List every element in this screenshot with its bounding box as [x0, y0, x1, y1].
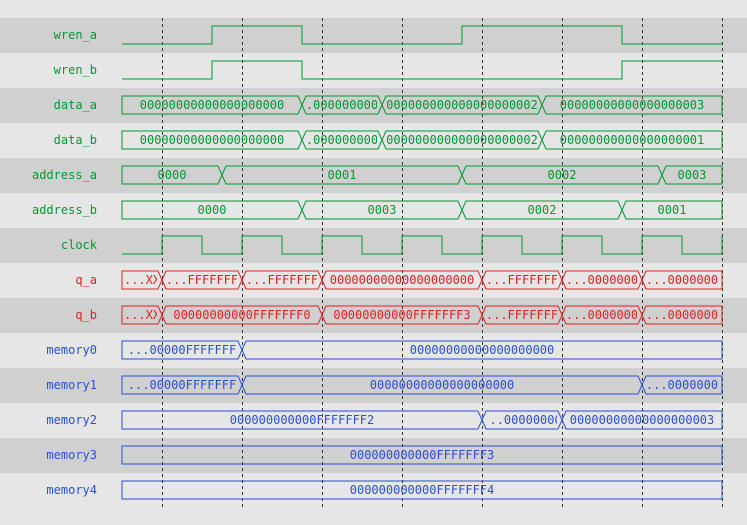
signal-row-memory3 — [0, 438, 747, 473]
signal-label: memory2 — [46, 413, 97, 427]
bus-value: ...XX — [124, 273, 161, 287]
bus-value: 00000000000FFFFFFF0 — [173, 308, 310, 322]
bus-value: ..0000000000 — [299, 133, 386, 147]
signal-label: memory1 — [46, 378, 97, 392]
bus-value: 0001 — [658, 203, 687, 217]
signal-label: memory0 — [46, 343, 97, 357]
bus-value: 0003 — [368, 203, 397, 217]
bus-value: 00000000000000000000 — [140, 133, 285, 147]
signal-row-memory2 — [0, 403, 747, 438]
bus-value: ...0000000 — [646, 308, 718, 322]
signal-wren_b: wren_b — [54, 60, 722, 80]
bus-segment — [241, 340, 723, 360]
bus-value: ...0000000 — [566, 308, 638, 322]
bus-segment — [661, 165, 723, 185]
bit-trace — [122, 60, 722, 80]
signal-row-address_a — [0, 158, 747, 193]
bus-segment — [121, 480, 723, 500]
signal-label: data_a — [54, 98, 97, 112]
bus-value: ...FFFFFFF — [486, 273, 558, 287]
signal-label: memory3 — [46, 448, 97, 462]
signal-label: data_b — [54, 133, 97, 147]
bus-value: 0000 — [198, 203, 227, 217]
row-backgrounds — [0, 18, 747, 508]
signal-row-data_b — [0, 123, 747, 158]
signal-label: q_a — [75, 273, 97, 287]
bus-value: 000000000000FFFFFFF3 — [350, 448, 495, 462]
bus-value: 000000000000FFFFFFF4 — [350, 483, 495, 497]
signal-label: address_b — [32, 203, 97, 217]
bus-value: ...00000000 — [482, 413, 561, 427]
bus-value: 00000000000000000000 — [140, 98, 285, 112]
bus-value: ...FFFFFFF — [486, 308, 558, 322]
signal-row-memory0 — [0, 333, 747, 368]
bus-value: ...0000000 — [566, 273, 638, 287]
signal-row-q_b — [0, 298, 747, 333]
bus-value: ..0000000000 — [299, 98, 386, 112]
signal-q_b: q_b ...XX 00000000000FFFFFFF0 00000000000FF… — [75, 305, 723, 325]
signal-wren_a: wren_a — [54, 25, 722, 45]
signal-address_b: address_b 0000 0003 0002 0001 — [32, 200, 723, 220]
bus-value: 00000000000000000000 — [370, 378, 515, 392]
bus-value: ...XX — [124, 308, 161, 322]
bus-value: 0002 — [548, 168, 577, 182]
bus-value: 00000000000000000000 — [410, 343, 555, 357]
signal-label: address_a — [32, 168, 97, 182]
bus-value: ...00000FFFFFFF — [128, 343, 236, 357]
signal-address_a: address_a 0000 0001 0002 0003 — [32, 165, 723, 185]
signal-label: clock — [61, 238, 98, 252]
bus-value: ...FFFFFFF — [166, 273, 238, 287]
signal-q_a: q_a ...XX ...FFFFFFF ...FFFFFFF 000000000000… — [75, 270, 723, 290]
bus-segment — [641, 375, 723, 395]
signal-row-wren_a — [0, 18, 747, 53]
bus-segment — [641, 305, 723, 325]
bus-value: ...0000000 — [646, 273, 718, 287]
bus-value: 0002 — [528, 203, 557, 217]
bus-segment — [541, 95, 723, 115]
bus-value: 00000000000000000003 — [570, 413, 715, 427]
signal-label: wren_a — [54, 28, 97, 42]
bus-value: 0000 — [158, 168, 187, 182]
bus-segment — [121, 445, 723, 465]
signal-row-wren_b — [0, 53, 747, 88]
bus-value: 00000000000000000003 — [560, 98, 705, 112]
bit-trace — [122, 235, 723, 255]
bus-value: 0003 — [678, 168, 707, 182]
signal-memory4: memory4 000000000000FFFFFFF4 — [46, 480, 723, 500]
signal-memory0: memory0 ...00000FFFFFFF 000000000000000000… — [46, 340, 723, 360]
bit-trace — [122, 25, 722, 45]
signal-row-clock — [0, 228, 747, 263]
bus-value: 00000000000000000000 — [330, 273, 475, 287]
bus-value: 00000000000FFFFFFF3 — [333, 308, 470, 322]
signal-memory2: memory2 000000000000FFFFFFF2 ...00000000 00… — [46, 410, 723, 430]
bus-value: 000000000000FFFFFFF2 — [230, 413, 375, 427]
signal-label: memory4 — [46, 483, 97, 497]
bus-value: ...0000000 — [646, 378, 718, 392]
bus-value: 000000000000000000002 — [386, 98, 538, 112]
bus-segment — [561, 410, 723, 430]
bus-value: ...00000FFFFFFF — [128, 378, 236, 392]
bus-segment — [641, 270, 723, 290]
signal-memory1: memory1 ...00000FFFFFFF 000000000000000000… — [46, 375, 723, 395]
signal-memory3: memory3 000000000000FFFFFFF3 — [46, 445, 723, 465]
bus-value: ...FFFFFFF — [246, 273, 318, 287]
signal-row-memory4 — [0, 473, 747, 508]
bus-value: 000000000000000000002 — [386, 133, 538, 147]
signal-label: wren_b — [54, 63, 97, 77]
bus-segment — [621, 200, 723, 220]
signal-row-data_a — [0, 88, 747, 123]
signal-label: q_b — [75, 308, 97, 322]
bus-value: 00000000000000000001 — [560, 133, 705, 147]
bus-value: 0001 — [328, 168, 357, 182]
signal-row-memory1 — [0, 368, 747, 403]
signal-clock: clock — [61, 235, 723, 255]
waveforms: wren_a wren_b data_a 00000000000000000000..… — [32, 25, 723, 500]
signal-row-q_a — [0, 263, 747, 298]
bus-segment — [541, 130, 723, 150]
